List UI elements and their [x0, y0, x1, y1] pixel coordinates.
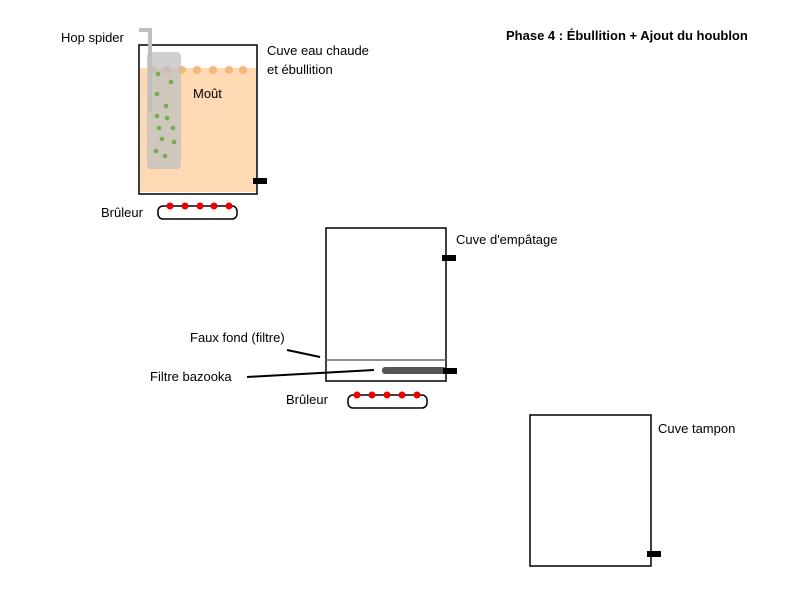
- hot-water-tank-label: Cuve eau chaude: [267, 43, 369, 58]
- hot-water-tank-label-line2: et ébullition: [267, 62, 333, 77]
- burner-1-label: Brûleur: [101, 205, 144, 220]
- bazooka-filter-label: Filtre bazooka: [150, 369, 232, 384]
- burner-2: [347, 391, 428, 409]
- buffer-tank-outline: [529, 414, 652, 567]
- mash-tun-outline: [325, 227, 447, 382]
- hop-spider-label: Hop spider: [61, 30, 125, 45]
- burner-1-flames: [166, 202, 233, 210]
- wort-label: Moût: [193, 86, 222, 101]
- hop-pellets: [153, 71, 177, 159]
- hop-spider-handle: [139, 28, 152, 112]
- buffer-tank-valve: [647, 551, 661, 557]
- hop-spider-basket: [147, 52, 181, 169]
- burner-2-label: Brûleur: [286, 392, 329, 407]
- mash-tun-valve-lower: [443, 368, 457, 374]
- mash-tun-label: Cuve d'empâtage: [456, 232, 558, 247]
- bazooka-filter-pointer: [246, 369, 375, 378]
- false-bottom-pointer: [286, 349, 321, 358]
- buffer-tank: [529, 414, 661, 567]
- buffer-tank-label: Cuve tampon: [658, 421, 735, 436]
- diagram-title: Phase 4 : Ébullition + Ajout du houblon: [506, 28, 748, 43]
- mash-tun: [325, 227, 457, 382]
- hop-spider: [139, 28, 181, 169]
- bazooka-filter: [382, 367, 446, 374]
- mash-tun-valve-upper: [442, 255, 456, 261]
- burner-2-flames: [353, 391, 421, 399]
- hot-water-tank-valve: [253, 178, 267, 184]
- false-bottom-label: Faux fond (filtre): [190, 330, 285, 345]
- burner-1: [157, 202, 238, 220]
- hot-water-tank-outline: [138, 44, 258, 195]
